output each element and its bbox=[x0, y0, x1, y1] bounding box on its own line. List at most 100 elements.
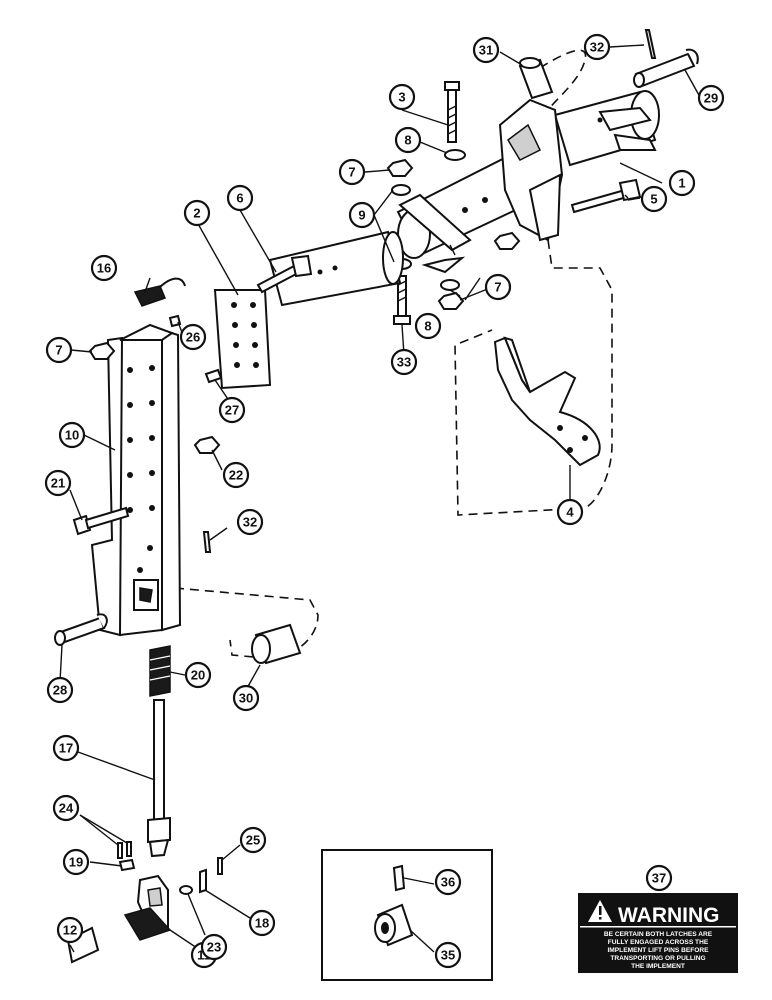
cotter-pin-32-lower bbox=[202, 531, 212, 553]
callout-22: 22 bbox=[222, 461, 250, 489]
svg-text:10: 10 bbox=[65, 428, 79, 443]
guide-line-bushing-31 bbox=[539, 49, 587, 111]
svg-text:24: 24 bbox=[59, 801, 74, 816]
svg-text:32: 32 bbox=[243, 515, 257, 530]
pin-28 bbox=[54, 613, 108, 646]
pin-24-b bbox=[126, 841, 132, 857]
bushing-31 bbox=[518, 57, 554, 100]
callout-28: 28 bbox=[46, 676, 74, 704]
svg-text:27: 27 bbox=[225, 403, 239, 418]
warning-line-3: IMPLEMENT LIFT PINS BEFORE bbox=[607, 947, 709, 954]
callout-32-top: 32 bbox=[583, 33, 611, 61]
callout-21: 21 bbox=[44, 469, 72, 497]
pin-29 bbox=[633, 48, 699, 88]
callout-30: 30 bbox=[232, 684, 260, 712]
callout-35: 35 bbox=[434, 941, 462, 969]
pin-26 bbox=[168, 314, 182, 328]
svg-text:6: 6 bbox=[236, 191, 243, 206]
callout-9: 9 bbox=[348, 201, 376, 229]
pin-36 bbox=[392, 864, 406, 892]
svg-text:29: 29 bbox=[704, 91, 718, 106]
callout-5: 5 bbox=[640, 185, 668, 213]
bolt-21 bbox=[72, 506, 130, 536]
warning-line-5: THE IMPLEMENT bbox=[631, 963, 685, 970]
callout-31: 31 bbox=[472, 36, 500, 64]
washer-23 bbox=[179, 885, 193, 895]
svg-text:18: 18 bbox=[255, 916, 269, 931]
svg-text:16: 16 bbox=[97, 261, 111, 276]
callout-29: 29 bbox=[697, 84, 725, 112]
warning-line-2: FULLY ENGAGED ACROSS THE bbox=[608, 939, 709, 946]
nut-22 bbox=[193, 435, 221, 454]
latch-11 bbox=[123, 874, 172, 941]
nut-7-right bbox=[493, 231, 521, 250]
bolt-33 bbox=[393, 275, 411, 325]
inset-box bbox=[321, 849, 493, 981]
latch-16 bbox=[133, 277, 186, 307]
svg-text:2: 2 bbox=[193, 206, 200, 221]
svg-text:7: 7 bbox=[494, 280, 501, 295]
svg-text:12: 12 bbox=[63, 923, 77, 938]
svg-text:37: 37 bbox=[652, 871, 666, 886]
warning-line-1: BE CERTAIN BOTH LATCHES ARE bbox=[604, 931, 713, 938]
svg-text:32: 32 bbox=[590, 40, 604, 55]
callout-12: 12 bbox=[56, 916, 84, 944]
callout-1: 1 bbox=[668, 169, 696, 197]
svg-text:22: 22 bbox=[229, 468, 243, 483]
svg-text:9: 9 bbox=[358, 208, 365, 223]
nut-7-left bbox=[88, 341, 116, 360]
cross-tube-1 bbox=[396, 90, 660, 274]
bracket-4 bbox=[493, 336, 601, 467]
washer-8-top bbox=[444, 149, 466, 161]
svg-text:7: 7 bbox=[348, 165, 355, 180]
svg-text:25: 25 bbox=[246, 833, 260, 848]
callout-7-left: 7 bbox=[45, 336, 73, 364]
svg-text:1: 1 bbox=[678, 176, 685, 191]
bolt-5 bbox=[570, 178, 642, 214]
svg-text:5: 5 bbox=[650, 192, 657, 207]
pin-19 bbox=[118, 858, 136, 872]
svg-text:20: 20 bbox=[191, 668, 205, 683]
pin-24-a bbox=[117, 842, 123, 859]
pin-18 bbox=[199, 868, 207, 894]
bolt-3 bbox=[444, 81, 460, 143]
callout-32-lower: 32 bbox=[236, 508, 264, 536]
callout-37: 37 bbox=[645, 864, 673, 892]
callout-10: 10 bbox=[58, 421, 86, 449]
callout-23: 23 bbox=[200, 933, 228, 961]
svg-text:35: 35 bbox=[441, 948, 455, 963]
svg-text:33: 33 bbox=[397, 355, 411, 370]
svg-text:8: 8 bbox=[404, 133, 411, 148]
svg-text:19: 19 bbox=[69, 855, 83, 870]
warning-heading: WARNING bbox=[618, 904, 720, 927]
callout-6: 6 bbox=[226, 184, 254, 212]
pin-25 bbox=[217, 857, 223, 875]
callout-8-top: 8 bbox=[394, 126, 422, 154]
callout-33: 33 bbox=[390, 348, 418, 376]
bushing-30 bbox=[251, 623, 302, 665]
callout-16: 16 bbox=[90, 254, 118, 282]
svg-text:30: 30 bbox=[239, 691, 253, 706]
callout-27: 27 bbox=[218, 396, 246, 424]
callout-3: 3 bbox=[388, 83, 416, 111]
svg-text:28: 28 bbox=[53, 683, 67, 698]
cotter-pin-32-top bbox=[644, 29, 657, 59]
svg-text:26: 26 bbox=[186, 330, 200, 345]
mounting-tube-2 bbox=[213, 230, 404, 390]
warning-line-4: TRANSPORTING OR PULLING bbox=[610, 955, 705, 962]
svg-text:36: 36 bbox=[441, 875, 455, 890]
spring-20 bbox=[149, 645, 171, 697]
callout-17: 17 bbox=[52, 734, 80, 762]
callout-18: 18 bbox=[248, 909, 276, 937]
callout-36: 36 bbox=[434, 868, 462, 896]
callout-26: 26 bbox=[179, 323, 207, 351]
svg-text:31: 31 bbox=[479, 43, 493, 58]
callout-19: 19 bbox=[62, 848, 90, 876]
bolt-6 bbox=[256, 254, 313, 294]
svg-text:7: 7 bbox=[55, 343, 62, 358]
callout-7-right: 7 bbox=[484, 273, 512, 301]
svg-text:4: 4 bbox=[566, 505, 574, 520]
callout-7-middle: 7 bbox=[338, 158, 366, 186]
callout-2: 2 bbox=[183, 199, 211, 227]
